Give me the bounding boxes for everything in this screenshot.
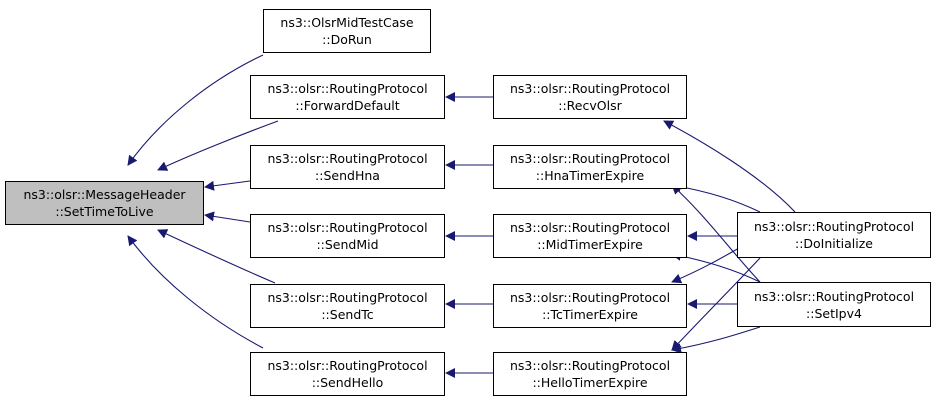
edge-sendmid-to-root	[204, 211, 251, 223]
node-do-initialize[interactable]: ns3::olsr::RoutingProtocol ::DoInitializ…	[737, 212, 931, 258]
node-set-time-to-live[interactable]: ns3::olsr::MessageHeader ::SetTimeToLive	[5, 181, 204, 225]
node-set-ipv4-line2: ::SetIpv4	[806, 305, 862, 321]
edge-setipv4-to-hellote	[671, 326, 761, 354]
node-set-ipv4-line1: ns3::olsr::RoutingProtocol	[753, 288, 915, 304]
edge-fwd-to-root	[157, 120, 279, 171]
node-do-run-line1: ns3::OlsrMidTestCase	[280, 15, 414, 30]
node-send-hello-line2: ::SendHello	[311, 375, 384, 390]
node-mid-timer-expire-line1: ns3::olsr::RoutingProtocol	[509, 220, 671, 235]
edge-sendhello-to-root	[127, 235, 264, 349]
node-send-mid-line2: ::SendMid	[316, 237, 379, 252]
edge-sendhna-to-root	[204, 180, 251, 191]
node-hna-timer-expire[interactable]: ns3::olsr::RoutingProtocol ::HnaTimerExp…	[493, 145, 687, 189]
node-recv-olsr-line2: ::RecvOlsr	[558, 98, 622, 113]
node-forward-default-line2: ::ForwardDefault	[295, 98, 400, 113]
node-tc-timer-expire-line2: ::TcTimerExpire	[542, 307, 638, 322]
node-hna-timer-expire-line2: ::HnaTimerExpire	[535, 168, 645, 183]
node-send-tc-line1: ns3::olsr::RoutingProtocol	[267, 290, 428, 305]
edge-midtest-to-root	[127, 54, 264, 166]
node-hna-timer-expire-line1: ns3::olsr::RoutingProtocol	[509, 151, 671, 166]
edge-sendtc-to-root	[157, 229, 276, 284]
node-send-tc[interactable]: ns3::olsr::RoutingProtocol ::SendTc	[250, 284, 445, 328]
node-send-hello[interactable]: ns3::olsr::RoutingProtocol ::SendHello	[250, 352, 445, 396]
node-do-initialize-line2: ::DoInitialize	[794, 236, 873, 251]
node-tc-timer-expire[interactable]: ns3::olsr::RoutingProtocol ::TcTimerExpi…	[493, 284, 687, 328]
node-send-mid[interactable]: ns3::olsr::RoutingProtocol ::SendMid	[250, 214, 445, 258]
node-send-mid-line1: ns3::olsr::RoutingProtocol	[267, 220, 428, 235]
edge-doinit-to-hellote	[671, 257, 761, 351]
node-send-hna[interactable]: ns3::olsr::RoutingProtocol ::SendHna	[250, 145, 445, 189]
node-set-time-to-live-line1: ns3::olsr::MessageHeader	[23, 187, 186, 202]
node-forward-default-line1: ns3::olsr::RoutingProtocol	[267, 81, 428, 96]
node-tc-timer-expire-line1: ns3::olsr::RoutingProtocol	[509, 290, 671, 305]
node-olsr-mid-test-case-do-run[interactable]: ns3::OlsrMidTestCase ::DoRun	[263, 9, 431, 53]
node-send-hello-line1: ns3::olsr::RoutingProtocol	[267, 358, 428, 373]
node-hello-timer-expire-line2: ::HelloTimerExpire	[532, 375, 648, 390]
edge-doinit-to-recv	[663, 120, 796, 213]
node-send-hna-line1: ns3::olsr::RoutingProtocol	[267, 151, 428, 166]
node-recv-olsr-line1: ns3::olsr::RoutingProtocol	[509, 81, 671, 96]
node-forward-default[interactable]: ns3::olsr::RoutingProtocol ::ForwardDefa…	[250, 75, 445, 119]
node-send-tc-line2: ::SendTc	[321, 307, 374, 322]
node-do-run-line2: ::DoRun	[322, 32, 372, 47]
node-hello-timer-expire-line1: ns3::olsr::RoutingProtocol	[509, 358, 671, 373]
node-mid-timer-expire-line2: ::MidTimerExpire	[537, 237, 643, 252]
edge-setipv4-to-hnate	[671, 184, 761, 283]
node-send-hna-line2: ::SendHna	[315, 168, 380, 183]
node-recv-olsr[interactable]: ns3::olsr::RoutingProtocol ::RecvOlsr	[493, 75, 687, 119]
node-set-time-to-live-line2: ::SetTimeToLive	[55, 204, 154, 219]
node-hello-timer-expire[interactable]: ns3::olsr::RoutingProtocol ::HelloTimerE…	[493, 352, 687, 396]
node-set-ipv4[interactable]: ns3::olsr::RoutingProtocol ::SetIpv4	[737, 282, 931, 327]
node-do-initialize-line1: ns3::olsr::RoutingProtocol	[753, 219, 915, 234]
node-mid-timer-expire[interactable]: ns3::olsr::RoutingProtocol ::MidTimerExp…	[493, 214, 687, 258]
